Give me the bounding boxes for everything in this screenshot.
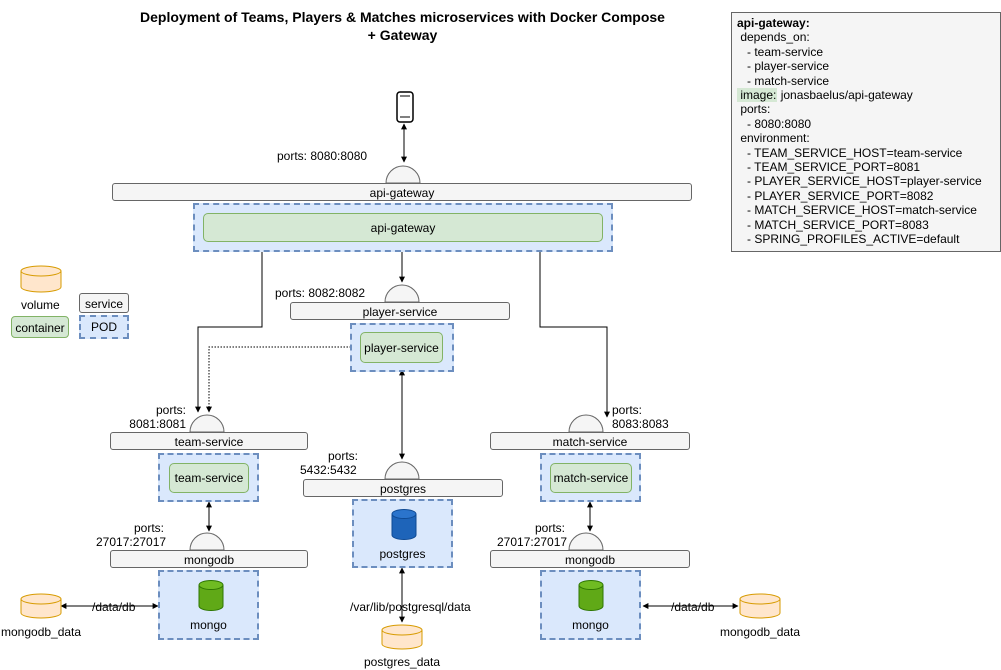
legend-service: service bbox=[79, 293, 129, 313]
mongo-right-ports-line1: ports: bbox=[535, 521, 566, 535]
note-image-key: image: bbox=[737, 88, 778, 103]
match-ports-line2: 8083:8083 bbox=[612, 417, 669, 431]
legend-pod: POD bbox=[79, 315, 129, 339]
team-service-service[interactable]: team-service bbox=[110, 432, 308, 450]
mobile-phone-icon bbox=[396, 91, 414, 123]
postgres-pod: postgres bbox=[352, 499, 453, 568]
note-heading: api-gateway: bbox=[737, 16, 810, 30]
mongo-left-db-icon bbox=[198, 580, 224, 611]
note-dep-3: - match-service bbox=[737, 73, 830, 88]
note-depends-on: depends_on: bbox=[737, 30, 810, 45]
note-environment: environment: bbox=[737, 131, 810, 146]
note-env-4: - PLAYER_SERVICE_PORT=8082 bbox=[737, 188, 934, 203]
mongo-left-ports-line2: 27017:27017 bbox=[96, 535, 167, 549]
mongo-left-pod-label: mongo bbox=[190, 618, 227, 632]
postgres-ports-line2: 5432:5432 bbox=[300, 463, 357, 477]
team-ports-line1: ports: bbox=[155, 403, 186, 417]
note-dep-1: - team-service bbox=[737, 44, 824, 59]
legend-volume-label: volume bbox=[21, 298, 60, 312]
player-service-service[interactable]: player-service bbox=[290, 302, 510, 320]
legend-volume-icon bbox=[20, 265, 62, 293]
note-env-7: - SPRING_PROFILES_ACTIVE=default bbox=[737, 232, 960, 247]
team-service-pod: team-service bbox=[158, 453, 259, 502]
mongo-right-volume-label: mongodb_data bbox=[720, 625, 801, 639]
gateway-config-note: api-gateway: depends_on: - team-service … bbox=[731, 12, 1001, 252]
mongo-left-ports-line1: ports: bbox=[134, 521, 165, 535]
api-gateway-pod: api-gateway bbox=[193, 203, 613, 252]
team-ports-label: ports: 8081:8081 bbox=[120, 403, 186, 431]
note-env-3: - PLAYER_SERVICE_HOST=player-service bbox=[737, 174, 982, 189]
postgres-ports-label: ports: 5432:5432 bbox=[300, 449, 384, 477]
api-gateway-service[interactable]: api-gateway bbox=[112, 183, 692, 201]
mongo-right-pod-label: mongo bbox=[572, 618, 609, 632]
mongo-left-pod: mongo bbox=[158, 570, 259, 640]
mongo-right-port-connector bbox=[568, 532, 604, 551]
postgres-volume-label: postgres_data bbox=[364, 655, 441, 669]
match-service-service[interactable]: match-service bbox=[490, 432, 690, 450]
gateway-to-match-link bbox=[539, 244, 610, 418]
legend-container: container bbox=[11, 316, 69, 338]
player-port-connector bbox=[384, 284, 420, 303]
team-port-connector bbox=[189, 414, 225, 433]
postgres-port-connector bbox=[384, 461, 420, 480]
title-line-1: Deployment of Teams, Players & Matches m… bbox=[140, 9, 665, 25]
note-env-5: - MATCH_SERVICE_HOST=match-service bbox=[737, 203, 977, 218]
postgres-pod-label: postgres bbox=[379, 547, 426, 561]
gateway-to-team-link bbox=[195, 244, 263, 413]
gateway-port-connector bbox=[385, 165, 421, 184]
match-service-pod: match-service bbox=[540, 453, 641, 502]
api-gateway-container[interactable]: api-gateway bbox=[203, 213, 603, 242]
diagram-title: Deployment of Teams, Players & Matches m… bbox=[100, 8, 705, 44]
mongodb-data-left-volume-icon bbox=[20, 593, 62, 619]
note-ports: ports: bbox=[737, 102, 771, 117]
match-ports-line1: ports: bbox=[612, 403, 643, 417]
mongo-right-ports-label: ports: 27017:27017 bbox=[497, 521, 567, 549]
mongo-right-ports-line2: 27017:27017 bbox=[497, 535, 568, 549]
mongo-right-mount-label: /data/db bbox=[671, 600, 715, 614]
player-to-team-link bbox=[206, 346, 360, 413]
postgres-ports-line1: ports: bbox=[328, 449, 359, 463]
mongo-left-ports-label: ports: 27017:27017 bbox=[96, 521, 166, 549]
note-port-1: - 8080:8080 bbox=[737, 116, 812, 131]
postgres-data-volume-icon bbox=[381, 624, 423, 650]
note-env-1: - TEAM_SERVICE_HOST=team-service bbox=[737, 145, 963, 160]
mongo-left-port-connector bbox=[189, 532, 225, 551]
mongo-right-pod: mongo bbox=[540, 570, 641, 640]
note-image-line: image: jonasbaelus/api-gateway bbox=[737, 88, 995, 103]
mongo-right-db-icon bbox=[578, 580, 604, 611]
note-env-2: - TEAM_SERVICE_PORT=8081 bbox=[737, 160, 921, 175]
team-ports-line2: 8081:8081 bbox=[129, 417, 186, 431]
player-service-container[interactable]: player-service bbox=[360, 332, 443, 363]
mongo-left-mount-label: /data/db bbox=[92, 600, 136, 614]
match-service-container[interactable]: match-service bbox=[550, 463, 632, 493]
postgres-mount-label: /var/lib/postgresql/data bbox=[350, 600, 471, 614]
postgres-db-icon bbox=[391, 509, 417, 540]
match-ports-label: ports: 8083:8083 bbox=[612, 403, 669, 431]
match-port-connector bbox=[568, 414, 604, 433]
mongodb-data-right-volume-icon bbox=[739, 593, 781, 619]
mongodb-right-service[interactable]: mongodb bbox=[490, 550, 690, 568]
mongodb-left-service[interactable]: mongodb bbox=[110, 550, 308, 568]
player-ports-label: ports: 8082:8082 bbox=[275, 286, 366, 300]
title-line-2: + Gateway bbox=[367, 27, 438, 43]
player-service-pod: player-service bbox=[350, 323, 454, 372]
postgres-service[interactable]: postgres bbox=[303, 479, 503, 497]
mongo-left-volume-label: mongodb_data bbox=[1, 625, 82, 639]
team-service-container[interactable]: team-service bbox=[169, 463, 249, 493]
note-image-value: jonasbaelus/api-gateway bbox=[777, 88, 913, 103]
gateway-ports-label: ports: 8080:8080 bbox=[277, 149, 368, 163]
note-env-6: - MATCH_SERVICE_PORT=8083 bbox=[737, 217, 929, 232]
note-dep-2: - player-service bbox=[737, 59, 830, 74]
